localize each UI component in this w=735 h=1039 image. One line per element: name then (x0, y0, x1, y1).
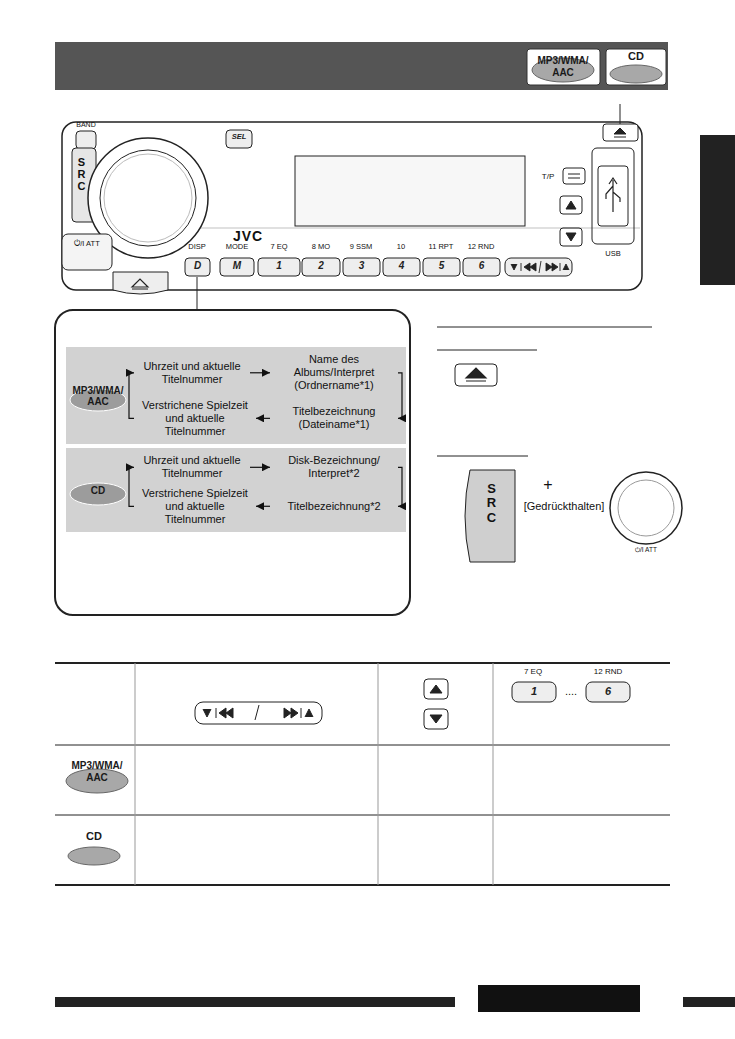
part-label: ⏻/I ATT (622, 546, 670, 553)
part-label: 7 EQ (259, 243, 299, 252)
button-label: 2 (302, 260, 340, 272)
flow-arrow (250, 372, 270, 373)
leader-line (620, 104, 621, 124)
step-text: Verstrichene Spielzeit und aktuelle Tite… (136, 399, 254, 439)
header-bar (55, 42, 668, 90)
blank-heading-lines (437, 327, 652, 456)
media-logo-text: MP3/WMA/ AAC (70, 385, 126, 407)
button-label: SEL (226, 133, 252, 142)
display-step: Titelbezeichnung (Dateiname*1) (272, 405, 396, 431)
media-logo-text: CD (610, 50, 662, 63)
display-step: Disk-Bezeichnung/ Interpret*2 (272, 454, 396, 480)
step-text: Uhrzeit und aktuelle Titelnummer (136, 454, 248, 480)
part-label: 10 (386, 243, 416, 252)
button-label: 6 (463, 260, 500, 272)
part-label: .... (558, 685, 584, 698)
button-label: 3 (343, 260, 380, 272)
button-label: M (220, 260, 254, 272)
button-label: 5 (423, 260, 460, 272)
src-button (465, 470, 515, 562)
part-label: SRC (76, 156, 87, 192)
flow-arrow (398, 373, 402, 419)
part-label: USB (598, 250, 628, 259)
flow-arrow (250, 467, 270, 468)
eject-button (455, 364, 497, 386)
step-text: Titelbezeichnung*2 (272, 500, 396, 513)
flow-arrow (256, 506, 270, 507)
footer-bar (55, 997, 455, 1007)
part-label: T/P (534, 172, 562, 181)
part-label: ⏻/I ATT (62, 240, 112, 249)
media-logo-text: MP3/WMA/ AAC (66, 760, 128, 783)
display-step: Name des Albums/Interpret (Ordnername*1) (272, 353, 396, 393)
control-knob (610, 472, 682, 544)
media-band: Uhrzeit und aktuelle Titelnummer Name des… (66, 347, 406, 444)
step-text: Titelbezeichnung (Dateiname*1) (272, 405, 396, 431)
flow-arrow (129, 467, 134, 506)
button-label: 4 (383, 260, 420, 272)
step-text: Verstrichene Spielzeit und aktuelle Tite… (136, 487, 254, 527)
display-step: Titelbezeichnung*2 (272, 500, 396, 513)
part-label: MODE (219, 243, 255, 252)
display-step: Uhrzeit und aktuelle Titelnummer (136, 454, 248, 480)
car-receiver (62, 122, 642, 294)
display-step: Verstrichene Spielzeit und aktuelle Tite… (136, 399, 254, 439)
part-label: SRC (485, 482, 498, 525)
flow-arrow (398, 467, 402, 506)
callout-panel (55, 310, 410, 615)
media-logo-text: CD (72, 830, 116, 843)
part-label: DISP (182, 243, 212, 252)
button-label: 1 (258, 260, 300, 272)
media-logo-text: CD (70, 485, 126, 496)
part-label: 12 RND (580, 667, 636, 676)
button-label: D (185, 260, 210, 272)
flow-arrow (256, 418, 270, 419)
part-label: 8 MO (301, 243, 341, 252)
button-label: 1 (512, 685, 556, 698)
button-label: 6 (586, 685, 630, 698)
part-label: 7 EQ (508, 667, 558, 676)
part-label: JVC (222, 228, 274, 244)
operation-table (55, 663, 670, 885)
logo-box (527, 49, 600, 85)
part-label: + (536, 476, 560, 494)
part-label: 11 RPT (419, 243, 463, 252)
step-text: Disk-Bezeichnung/ Interpret*2 (272, 454, 396, 480)
leader-line (197, 277, 198, 310)
flow-arrow (129, 373, 134, 419)
part-label: BAND (68, 121, 104, 129)
display-step: Uhrzeit und aktuelle Titelnummer (136, 360, 248, 386)
part-label: 12 RND (457, 243, 505, 252)
part-label: [Gedrückthalten] (514, 500, 614, 513)
footer-bar (683, 997, 735, 1007)
media-band: Uhrzeit und aktuelle Titelnummer Disk-Bez… (66, 448, 406, 532)
page-number-box (478, 985, 640, 1012)
chapter-tab (700, 135, 735, 285)
media-logo-text: MP3/WMA/ AAC (532, 55, 594, 78)
step-text: Name des Albums/Interpret (Ordnername*1) (272, 353, 396, 393)
display-step: Verstrichene Spielzeit und aktuelle Tite… (136, 487, 254, 527)
logo-box (606, 49, 666, 85)
disc-logo (610, 65, 662, 83)
step-text: Uhrzeit und aktuelle Titelnummer (136, 360, 248, 386)
part-label: 9 SSM (339, 243, 383, 252)
